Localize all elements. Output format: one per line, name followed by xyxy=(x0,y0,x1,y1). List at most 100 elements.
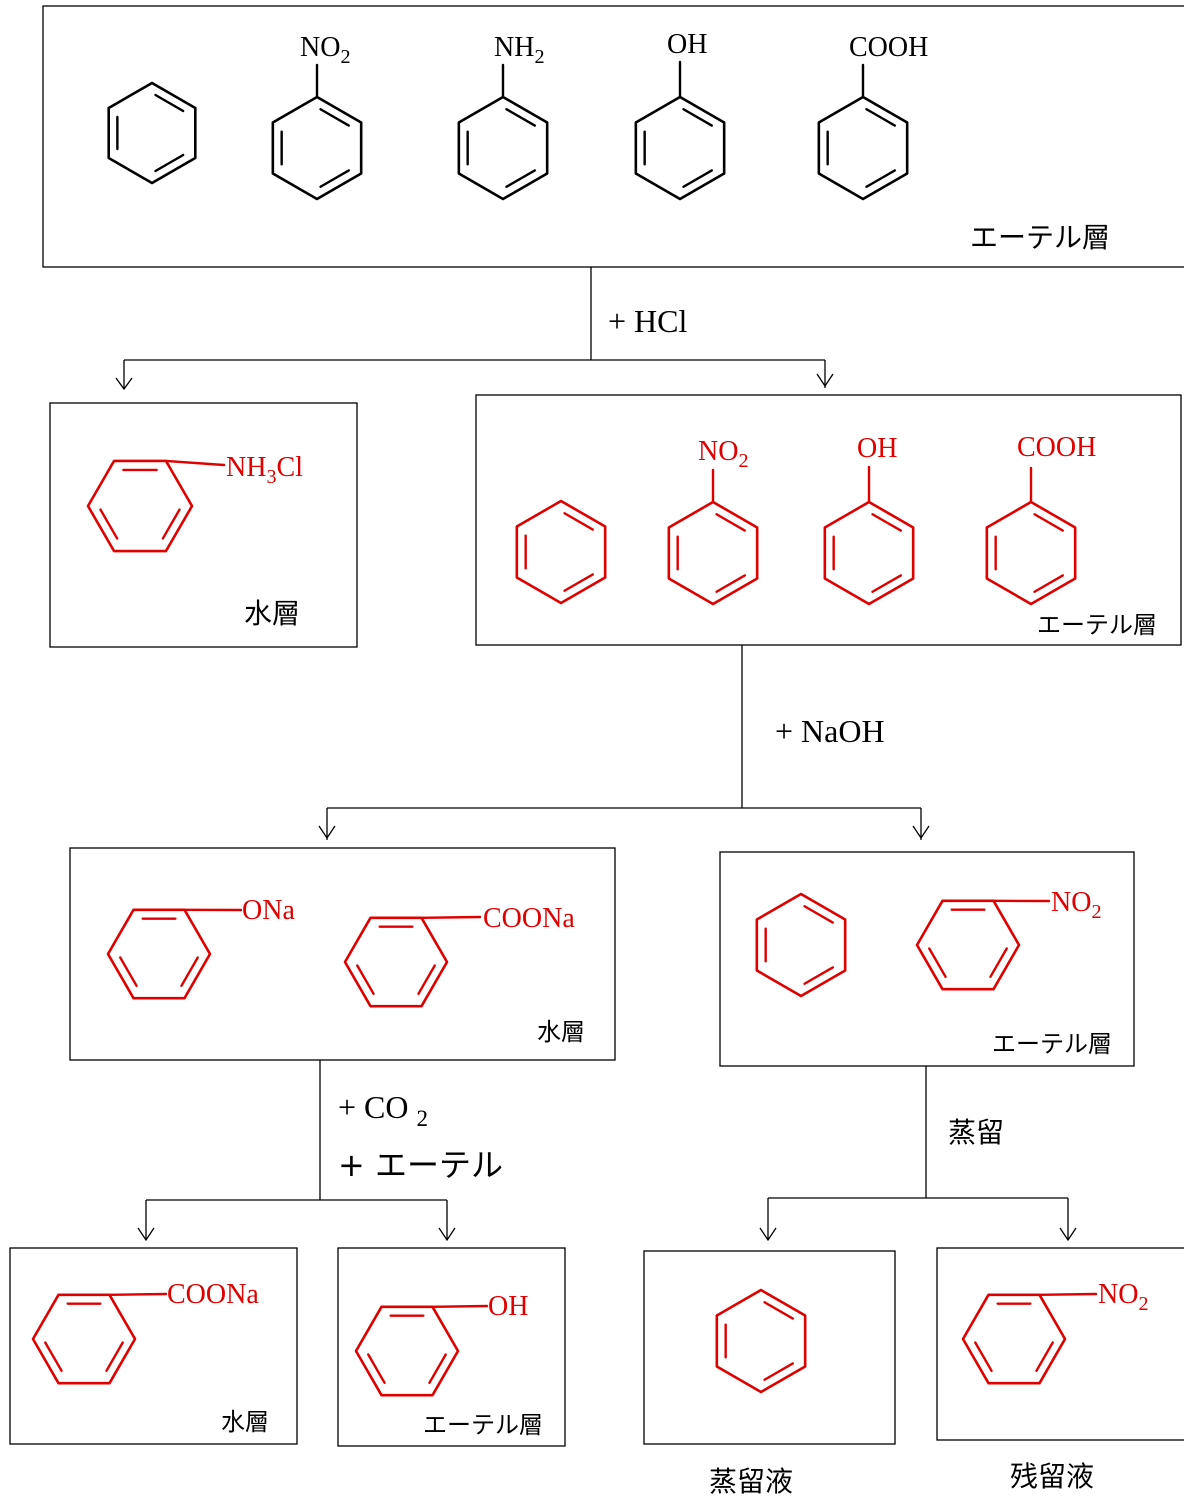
double-bond xyxy=(1033,513,1065,532)
ring-outline xyxy=(107,81,197,185)
amine-group-label: NH2 xyxy=(494,32,545,68)
nitro-group-label: NO2 xyxy=(300,32,351,68)
double-bond xyxy=(505,108,537,127)
reagent-ether: + エーテル xyxy=(338,1146,503,1184)
double-bond xyxy=(428,1353,447,1385)
double-bond xyxy=(161,508,181,540)
nitro-group-label: NO2 xyxy=(1098,1279,1149,1315)
ring-outline xyxy=(823,500,915,606)
double-bond xyxy=(417,964,436,996)
phenoxide-group-label: ONa xyxy=(242,895,295,926)
ring-outline xyxy=(515,499,607,605)
reagent-hcl: + HCl xyxy=(608,303,688,339)
ring-outline xyxy=(817,95,909,201)
benzoic-acid-structure xyxy=(985,466,1077,606)
water-layer-label: 水層 xyxy=(537,1018,585,1046)
double-bond xyxy=(989,947,1008,979)
nitro-group-label: NO2 xyxy=(1051,887,1102,923)
benzoate-group-label: COONa xyxy=(167,1279,259,1310)
hydroxyl-group-label: OH xyxy=(857,433,897,464)
substituent-bond xyxy=(1038,1292,1098,1297)
benzoate-group-label: COONa xyxy=(483,903,575,934)
ether-layer-label: エーテル層 xyxy=(1037,611,1157,639)
double-bond xyxy=(865,169,897,188)
double-bond xyxy=(928,947,947,979)
phenol-structure xyxy=(634,60,726,201)
double-bond xyxy=(871,574,903,593)
substituent-bond xyxy=(420,915,482,920)
benzene-structure xyxy=(755,892,847,998)
nitrobenzene-structure xyxy=(961,1292,1098,1385)
substituent-bond xyxy=(164,459,226,467)
water-layer-label: 水層 xyxy=(221,1408,269,1436)
connector-hcl xyxy=(115,267,834,391)
double-bond xyxy=(682,108,714,127)
benzene-structure xyxy=(107,81,197,185)
ring-outline xyxy=(985,500,1077,606)
hydroxyl-group-label: OH xyxy=(488,1291,528,1322)
reagent-naoh: + NaOH xyxy=(775,713,885,749)
benzene-distillate-box xyxy=(643,1250,896,1445)
phenol-structure xyxy=(823,465,915,606)
double-bond xyxy=(803,905,835,924)
double-bond xyxy=(180,956,199,988)
phenol-structure xyxy=(354,1304,489,1397)
double-bond xyxy=(563,573,595,592)
sodium-phenoxide-structure xyxy=(106,908,243,1000)
double-bond xyxy=(505,169,537,188)
double-bond xyxy=(563,512,595,531)
double-bond xyxy=(44,1341,63,1373)
double-bond xyxy=(715,574,747,593)
distillate-caption: 蒸留液 xyxy=(709,1465,793,1498)
ring-outline xyxy=(715,1288,807,1394)
double-bond xyxy=(763,1301,795,1320)
double-bond xyxy=(356,964,375,996)
top-ether-box xyxy=(42,5,1184,268)
phenol-ether-box xyxy=(337,1247,566,1447)
carboxyl-group-label: COOH xyxy=(1017,432,1096,463)
double-bond xyxy=(865,108,897,127)
ether-layer-label: エーテル層 xyxy=(423,1411,543,1439)
aniline-structure xyxy=(457,63,549,201)
benzoate-water-box xyxy=(9,1247,298,1445)
reagent-distill: 蒸留 xyxy=(948,1116,1004,1149)
connector-naoh xyxy=(318,645,930,840)
nitrobenzene-residue-box xyxy=(936,1247,1184,1441)
ring-outline xyxy=(457,95,549,201)
double-bond xyxy=(319,169,351,188)
residue-caption: 残留液 xyxy=(1010,1460,1094,1493)
double-bond xyxy=(871,513,903,532)
connector-co2 xyxy=(137,1060,456,1242)
nitrobenzene-structure xyxy=(271,63,363,201)
double-bond xyxy=(715,513,747,532)
double-bond xyxy=(803,966,835,985)
salts-water-box xyxy=(69,847,616,1061)
sodium-benzoate-structure xyxy=(31,1292,168,1385)
aniline-salt-box xyxy=(49,402,358,648)
benzoic-acid-structure xyxy=(817,63,909,201)
benzene-structure xyxy=(515,499,607,605)
double-bond xyxy=(1033,574,1065,593)
sodium-benzoate-structure xyxy=(343,915,482,1008)
ring-outline xyxy=(634,95,726,201)
ether-layer-label: エーテル層 xyxy=(992,1030,1112,1058)
nitrobenzene-structure xyxy=(915,899,1051,991)
substituent-bond xyxy=(431,1304,489,1309)
double-bond xyxy=(367,1353,386,1385)
anilinium-group-label: NH3Cl xyxy=(226,452,303,488)
nitrobenzene-structure xyxy=(667,468,759,606)
carboxyl-group-label: COOH xyxy=(849,32,928,63)
hydroxyl-group-label: OH xyxy=(667,29,707,60)
double-bond xyxy=(99,508,119,540)
double-bond xyxy=(154,93,185,113)
double-bond xyxy=(682,169,714,188)
connector-distill xyxy=(759,1066,1077,1242)
double-bond xyxy=(763,1362,795,1381)
nitro-group-label: NO2 xyxy=(698,436,749,472)
top-layer-label: エーテル層 xyxy=(970,221,1110,254)
double-bond xyxy=(974,1341,993,1373)
water-layer-label: 水層 xyxy=(244,597,300,630)
ring-outline xyxy=(271,95,363,201)
double-bond xyxy=(105,1341,124,1373)
